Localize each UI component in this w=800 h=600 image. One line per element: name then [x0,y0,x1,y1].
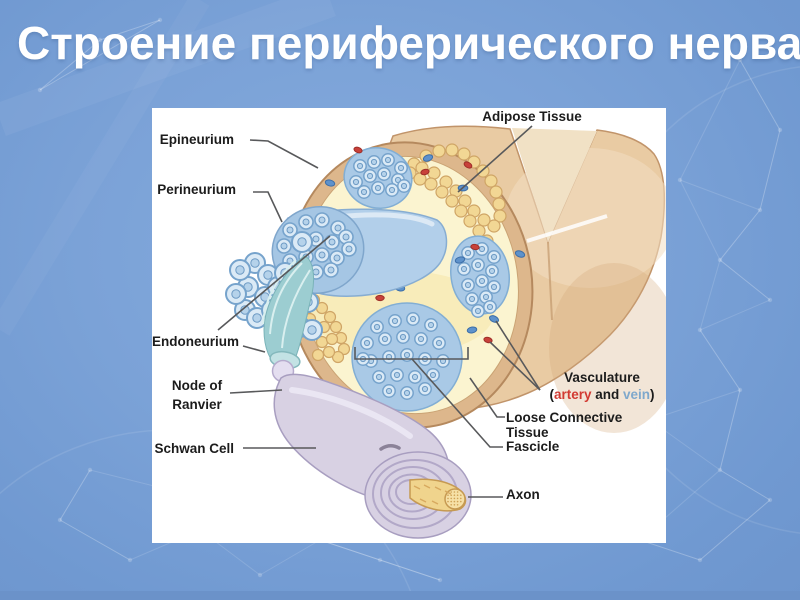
endoneurium-streak [262,259,297,325]
leader-lines [217,125,541,498]
label-node-of-ranvier-line2: Ranvier [172,397,222,412]
leader-endoneurium-long [217,235,331,331]
leader-adipose [457,125,533,193]
label-epineurium: Epineurium [159,132,234,147]
label-loose-connective-tissue: Loose Connective Tissue [506,410,623,440]
fascicle-axon-rings [349,153,501,400]
cut-face-sliver [526,214,608,243]
label-adipose-tissue: Adipose Tissue [482,109,582,124]
label-node-of-ranvier: Node of Ranvier [154,376,240,414]
bottom-accent-strip [0,591,800,600]
leader-node-of-ranvier [229,389,283,394]
endoneurium-streak [281,269,311,349]
fascicle-bracket [354,347,469,360]
label-perineurium: Perineurium [157,182,236,197]
leader-fascicle [411,358,503,448]
vein-text: vein [623,387,651,402]
axon-bundle-cluster [225,231,323,346]
leader-endoneurium-short [242,345,266,353]
axon-texture [413,484,462,506]
paren-open: ( [549,387,554,402]
trunk-shading [549,263,666,433]
endoneurium-streak [269,262,303,335]
artery-text: artery [553,387,592,402]
conj-text: and [591,387,624,402]
label-endoneurium: Endoneurium [152,334,239,349]
paren-close: ) [650,387,655,402]
label-vasculature: Vasculature (artery and vein) [540,370,664,402]
label-node-of-ranvier-line1: Node of [171,378,223,393]
label-axon: Axon [506,487,540,502]
label-fascicle: Fascicle [506,439,560,454]
leader-epineurium [249,139,319,169]
diagram-panel: Epineurium Perineurium Endoneurium Node … [152,108,666,543]
leader-perineurium [253,191,283,223]
leader-artery [489,341,541,391]
trunk-cut-notch [512,128,597,242]
leader-vein [495,320,541,391]
nerve-diagram [217,125,666,539]
schwann-notch-mark [379,444,401,451]
slide-title: Строение периферического нерва [17,17,800,69]
trunk-crease [547,241,553,321]
label-vasculature-detail: (artery and vein) [540,387,664,402]
schwann-cell-highlight [289,387,413,439]
label-vasculature-title: Vasculature [564,370,640,385]
label-schwann-cell: Schwan Cell [154,441,234,456]
leader-loose-connective [469,377,505,418]
